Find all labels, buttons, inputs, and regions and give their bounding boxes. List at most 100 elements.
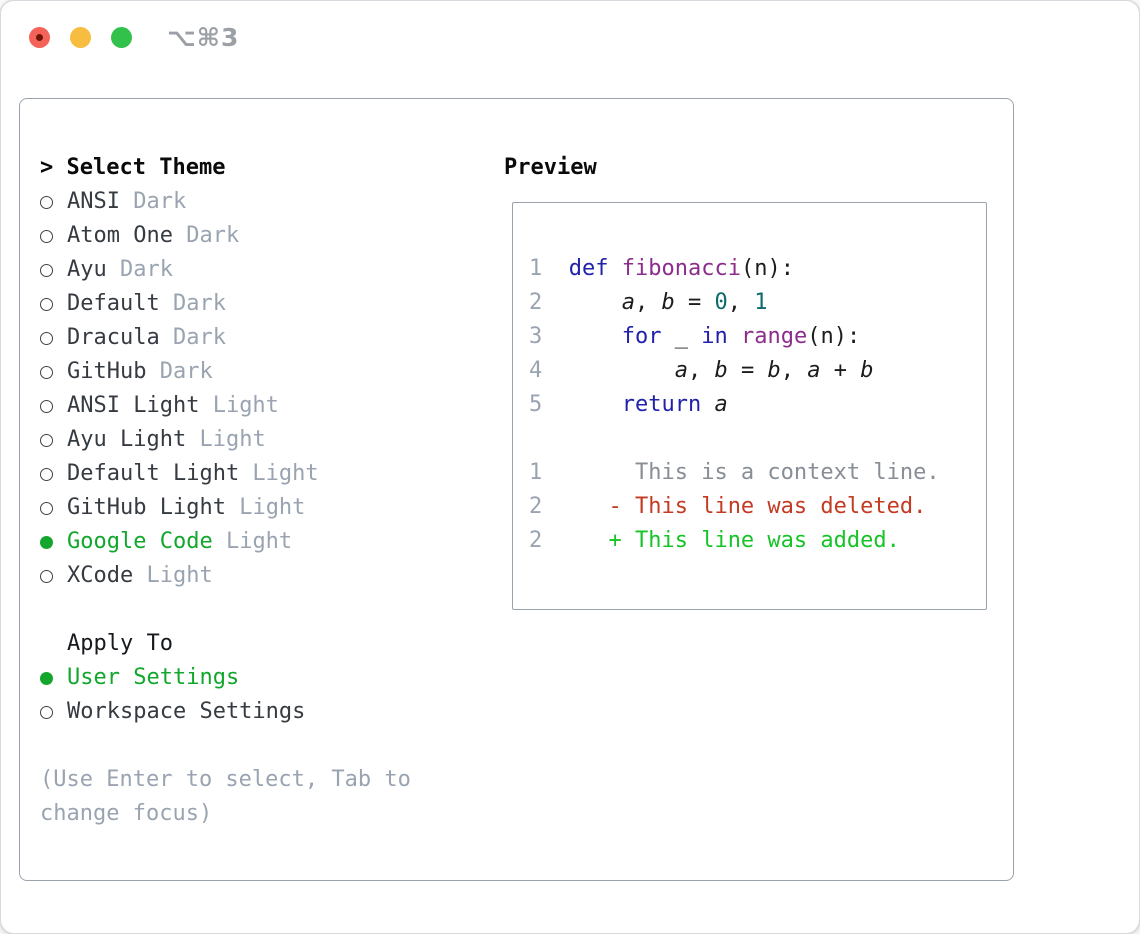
theme-option[interactable]: Ayu Light Light	[40, 423, 411, 457]
code-token: 0	[714, 290, 728, 315]
radio-icon	[40, 366, 53, 379]
diff-text-context: This is a context line.	[608, 460, 940, 485]
code-line: 4 a, b = b, a + b	[529, 354, 986, 388]
theme-name: XCode	[67, 563, 134, 588]
preview-header: Preview	[504, 155, 597, 180]
theme-name: ANSI	[67, 189, 120, 214]
titlebar: ⌥⌘3	[1, 1, 1139, 76]
radio-icon	[40, 434, 53, 447]
code-token: a	[807, 358, 821, 383]
code-token: 1	[754, 290, 768, 315]
code-token: for	[621, 324, 662, 349]
theme-name: Google Code	[67, 529, 213, 554]
code-token: =	[674, 290, 715, 315]
code-token	[701, 392, 714, 417]
code-token: fibonacci	[621, 256, 741, 281]
hint-text: (Use Enter to select, Tab to	[40, 767, 411, 792]
diff-text-added: + This line was added.	[608, 528, 900, 553]
apply-to-option[interactable]: User Settings	[40, 661, 411, 695]
theme-name: Ayu	[67, 257, 107, 282]
code-token	[569, 358, 675, 383]
line-number: 1	[529, 256, 543, 281]
theme-option[interactable]: Google Code Light	[40, 525, 411, 559]
code-token	[569, 324, 622, 349]
theme-name: GitHub Light	[67, 495, 226, 520]
theme-name: Default	[67, 291, 160, 316]
minimize-button[interactable]	[70, 27, 91, 48]
spacer	[40, 729, 411, 763]
window-title: ⌥⌘3	[167, 23, 240, 52]
theme-option[interactable]: Ayu Dark	[40, 253, 411, 287]
spacer	[529, 422, 986, 456]
line-number: 1	[529, 460, 543, 485]
code-line: 3 for _ in range(n):	[529, 320, 986, 354]
radio-selected-icon	[40, 536, 53, 549]
diff-text-deleted: - This line was deleted.	[608, 494, 927, 519]
unsaved-dot-icon	[36, 34, 43, 41]
theme-variant: Light	[225, 495, 306, 520]
close-button[interactable]	[29, 27, 50, 48]
code-token: def	[568, 256, 609, 281]
line-number: 5	[529, 392, 543, 417]
code-token: a	[714, 392, 728, 417]
theme-name: Default Light	[67, 461, 240, 486]
line-number: 4	[529, 358, 543, 383]
code-token: (n):	[807, 324, 861, 349]
theme-variant: Dark	[172, 223, 240, 248]
radio-icon	[40, 332, 53, 345]
diff-line: 2 + This line was added.	[529, 524, 986, 558]
apply-to-option-label: User Settings	[67, 665, 240, 690]
apply-to-option-label: Workspace Settings	[67, 699, 306, 724]
radio-icon	[40, 298, 53, 311]
radio-selected-icon	[40, 672, 53, 685]
code-token	[569, 290, 622, 315]
radio-icon	[40, 502, 53, 515]
theme-option[interactable]: Default Dark	[40, 287, 411, 321]
apply-to-option[interactable]: Workspace Settings	[40, 695, 411, 729]
theme-option[interactable]: Default Light Light	[40, 457, 411, 491]
theme-option[interactable]: ANSI Light Light	[40, 389, 411, 423]
code-line: 2 a, b = 0, 1	[529, 286, 986, 320]
spacer	[40, 593, 411, 627]
code-token: a	[621, 290, 635, 315]
theme-option[interactable]: XCode Light	[40, 559, 411, 593]
select-theme-header: > Select Theme	[40, 151, 411, 185]
theme-name: Ayu Light	[67, 427, 187, 452]
code-token: b	[714, 358, 728, 383]
code-token	[609, 256, 622, 281]
theme-option[interactable]: GitHub Dark	[40, 355, 411, 389]
code-token	[569, 392, 622, 417]
line-number: 3	[529, 324, 543, 349]
code-token: a	[674, 358, 688, 383]
line-number: 2	[529, 528, 543, 553]
theme-variant: Light	[186, 427, 266, 452]
theme-variant: Light	[239, 461, 319, 486]
select-theme-label: Select Theme	[66, 155, 226, 180]
code-token: =	[727, 358, 768, 383]
theme-variant: Dark	[159, 291, 226, 316]
theme-option[interactable]: ANSI Dark	[40, 185, 411, 219]
radio-icon	[40, 570, 53, 583]
theme-variant: Dark	[159, 325, 226, 350]
code-token: in	[701, 324, 728, 349]
theme-option[interactable]: Atom One Dark	[40, 219, 411, 253]
theme-option[interactable]: GitHub Light Light	[40, 491, 411, 525]
code-line: 5 return a	[529, 388, 986, 422]
line-number: 2	[529, 494, 543, 519]
code-token: b	[767, 358, 781, 383]
radio-icon	[40, 196, 53, 209]
zoom-button[interactable]	[111, 27, 132, 48]
radio-icon	[40, 264, 53, 277]
code-token: range	[740, 324, 808, 349]
radio-icon	[40, 400, 53, 413]
radio-icon	[40, 706, 53, 719]
apply-to-header: Apply To	[67, 631, 173, 656]
theme-variant: Dark	[119, 189, 187, 214]
focus-caret: >	[40, 155, 67, 180]
diff-preview: 1 This is a context line. 2 - This line w…	[529, 456, 986, 558]
theme-option[interactable]: Dracula Dark	[40, 321, 411, 355]
